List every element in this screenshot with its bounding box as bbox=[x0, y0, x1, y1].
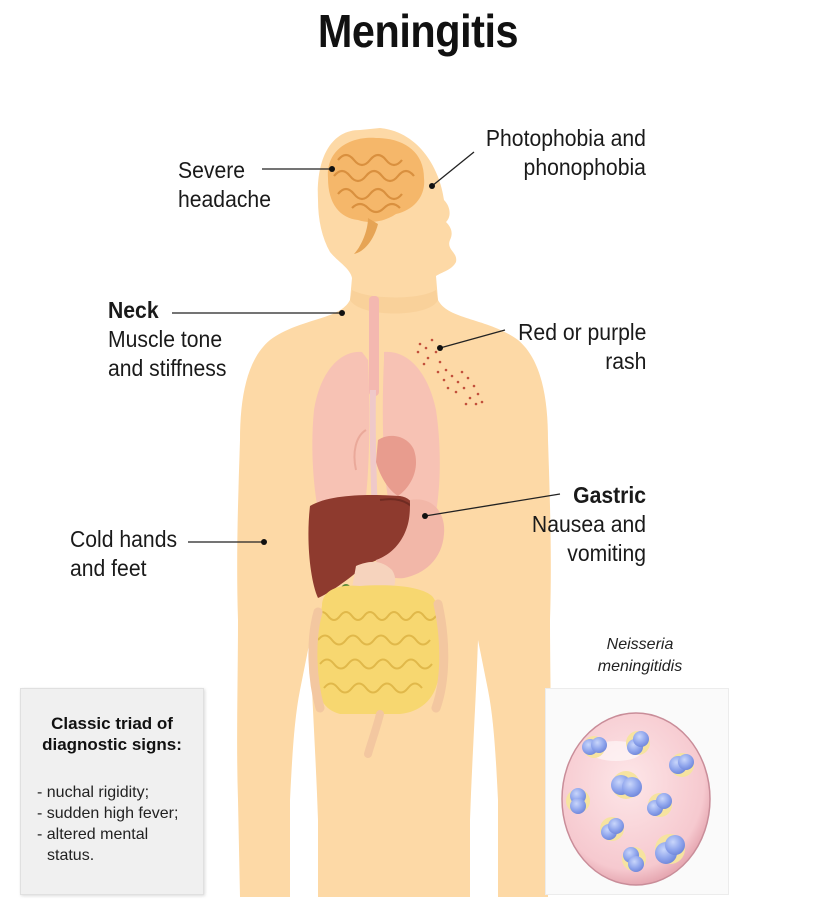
neck-line-2: and stiffness bbox=[108, 354, 226, 383]
bacteria-cell-illustration bbox=[546, 689, 728, 894]
bacteria-label-line-2: meningitidis bbox=[560, 656, 720, 678]
neck-label: Neck Muscle tone and stiffness bbox=[108, 296, 226, 383]
cold-line-1: Cold hands bbox=[70, 525, 177, 554]
photophobia-line-1: Photophobia and bbox=[486, 124, 646, 153]
bacteria-label: Neisseria meningitidis bbox=[560, 634, 720, 678]
triad-item: - altered mental bbox=[37, 825, 148, 845]
triad-item: - sudden high fever; bbox=[37, 804, 178, 824]
gastric-label: Gastric Nausea and vomiting bbox=[532, 481, 646, 568]
photophobia-label: Photophobia and phonophobia bbox=[486, 124, 646, 182]
bacteria-label-line-1: Neisseria bbox=[560, 634, 720, 656]
headache-label: Severe headache bbox=[178, 156, 271, 214]
gastric-line-2: vomiting bbox=[532, 539, 646, 568]
cold-line-2: and feet bbox=[70, 554, 177, 583]
triad-title-line-1: Classic triad of bbox=[21, 713, 203, 734]
neck-line-1: Muscle tone bbox=[108, 325, 226, 354]
diagnostic-triad-box: Classic triad of diagnostic signs: - nuc… bbox=[20, 688, 204, 895]
triad-item: - nuchal rigidity; bbox=[37, 783, 149, 803]
rash-label: Red or purple rash bbox=[518, 318, 646, 376]
cold-extremities-label: Cold hands and feet bbox=[70, 525, 177, 583]
rash-line-1: Red or purple bbox=[518, 318, 646, 347]
headache-line-2: headache bbox=[178, 185, 271, 214]
triad-title: Classic triad of diagnostic signs: bbox=[21, 713, 203, 755]
headache-line-1: Severe bbox=[178, 156, 271, 185]
photophobia-line-2: phonophobia bbox=[486, 153, 646, 182]
neck-heading: Neck bbox=[108, 297, 159, 323]
bacteria-panel bbox=[545, 688, 729, 895]
rash-line-2: rash bbox=[518, 347, 646, 376]
gastric-line-1: Nausea and bbox=[532, 510, 646, 539]
triad-title-line-2: diagnostic signs: bbox=[21, 734, 203, 755]
gastric-heading: Gastric bbox=[573, 482, 646, 508]
triad-item: status. bbox=[47, 846, 94, 866]
